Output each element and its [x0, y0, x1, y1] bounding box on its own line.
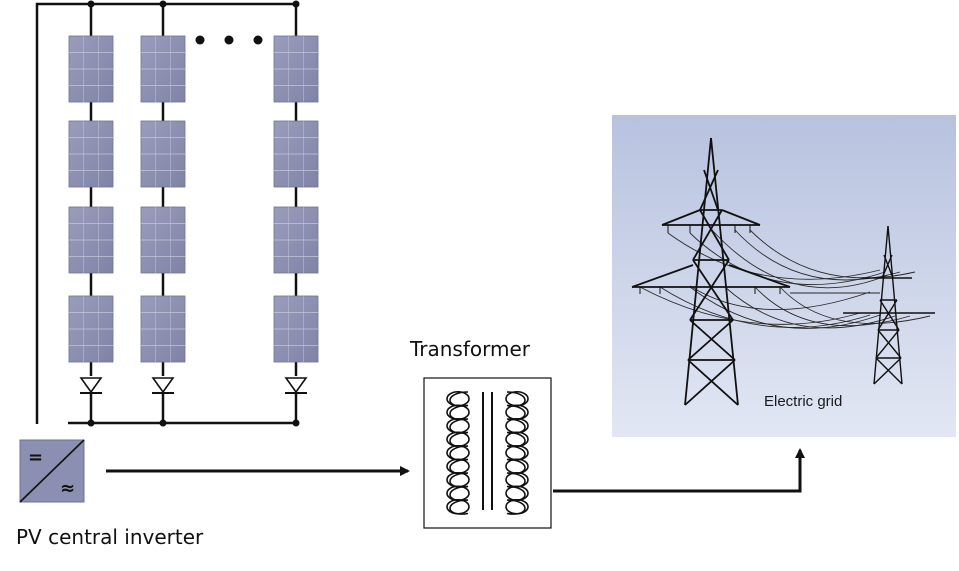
ellipsis-dots [195, 35, 263, 45]
blocking-diode [284, 377, 308, 394]
pv-string [273, 35, 319, 395]
primary-winding [449, 391, 469, 515]
pv-string [68, 35, 114, 395]
solar-panel [68, 120, 114, 188]
arrow-transformer-to-grid [553, 448, 805, 493]
pv-string [140, 35, 186, 395]
solar-panel [140, 120, 186, 188]
small-transmission-tower [843, 225, 935, 385]
solar-panel [68, 206, 114, 274]
large-transmission-tower [631, 137, 791, 406]
solar-panel [273, 35, 319, 103]
solar-panel [68, 295, 114, 363]
pv-strings [68, 35, 319, 395]
solar-panel [140, 295, 186, 363]
coil-turn [446, 498, 470, 515]
blocking-diode [79, 377, 103, 394]
secondary-winding [506, 391, 526, 515]
solar-panel [273, 295, 319, 363]
solar-panel [273, 206, 319, 274]
dc-symbol: = [28, 447, 43, 468]
transformer-label: Transformer [409, 337, 531, 361]
grid-label: Electric grid [764, 393, 842, 410]
coil-turn [505, 498, 529, 515]
solar-panel [273, 120, 319, 188]
transformer-coils [446, 390, 529, 515]
ac-symbol: ≈ [60, 478, 75, 499]
inverter-label: PV central inverter [16, 525, 204, 549]
power-lines [639, 229, 931, 329]
large-tower-insulators [639, 225, 781, 294]
pv-central-inverter: = ≈ [19, 439, 85, 503]
blocking-diode [151, 377, 175, 394]
solar-panel [68, 35, 114, 103]
junction-dots [87, 0, 300, 427]
electric-grid-image: Electric grid [612, 115, 956, 437]
solar-panel [140, 206, 186, 274]
dc-bus-wiring [35, 2, 298, 425]
transformer [423, 377, 552, 529]
solar-panel [140, 35, 186, 103]
